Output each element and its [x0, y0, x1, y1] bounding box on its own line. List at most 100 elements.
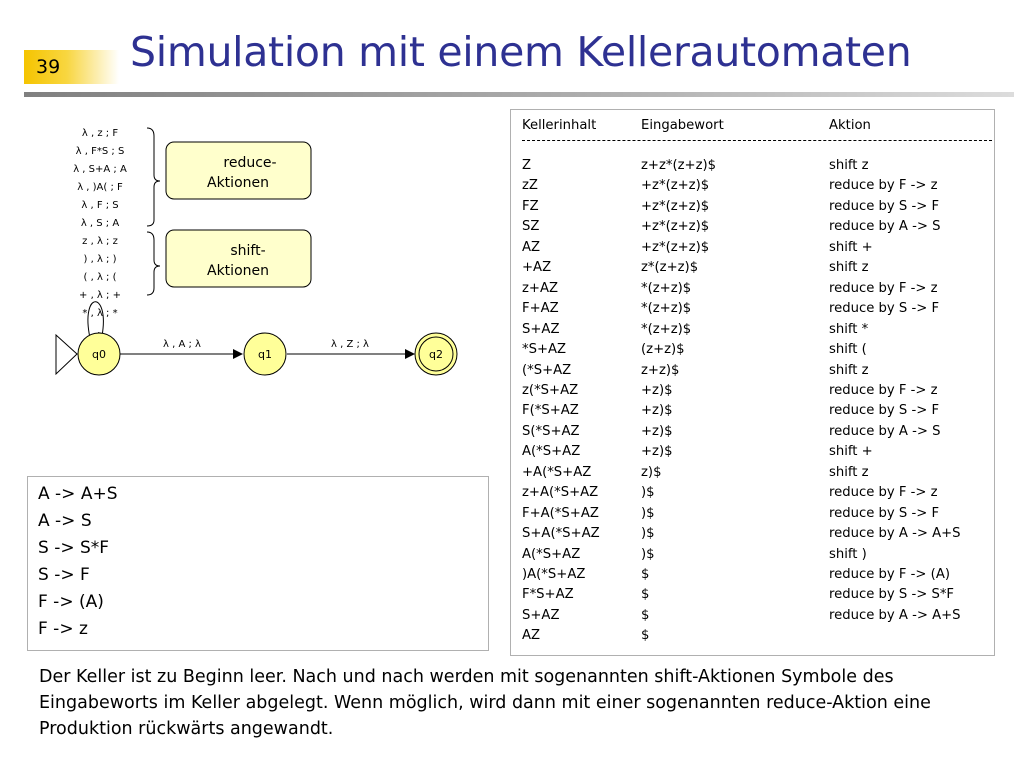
cell-aktion: shift + — [829, 444, 873, 460]
cell-eingabewort: (z+z)$ — [641, 342, 685, 358]
pushdown-automaton-diagram: λ , z ; F λ , F*S ; S λ , S+A ; A λ , )A… — [55, 127, 458, 376]
grammar-rule: S -> S*F — [38, 538, 110, 558]
header-kellerinhalt: Kellerinhalt — [522, 118, 597, 133]
shift-brace — [146, 231, 161, 296]
cell-aktion: shift z — [829, 260, 869, 276]
cell-kellerinhalt: S+AZ — [522, 607, 560, 623]
cell-kellerinhalt: F(*S+AZ — [522, 403, 579, 419]
cell-kellerinhalt: Z — [522, 158, 532, 173]
state-q0-label: q0 — [92, 348, 106, 361]
cell-eingabewort: )$ — [641, 485, 655, 501]
grammar-box: A -> A+S A -> S S -> S*F S -> F F -> (A)… — [27, 476, 489, 651]
slide-number-badge: 39 — [24, 50, 119, 84]
cell-aktion: shift + — [829, 239, 873, 255]
cell-aktion: shift z — [829, 158, 869, 173]
cell-kellerinhalt: +AZ — [522, 260, 552, 276]
cell-aktion: reduce by S -> F — [829, 301, 940, 317]
reduce-box-line-1: reduce- — [223, 155, 276, 171]
header-aktion: Aktion — [829, 118, 871, 133]
grammar-rule: A -> S — [38, 511, 92, 531]
reduce-box-line-2: Aktionen — [207, 175, 269, 191]
state-q1 — [243, 332, 287, 376]
cell-kellerinhalt: S+AZ — [522, 321, 560, 337]
cell-eingabewort: $ — [641, 587, 650, 603]
cell-kellerinhalt: (*S+AZ — [522, 362, 572, 378]
cell-aktion: reduce by F -> z — [829, 280, 938, 296]
cell-aktion: reduce by S -> S*F — [829, 587, 955, 603]
cell-eingabewort: +z*(z+z)$ — [641, 239, 710, 255]
cell-eingabewort: )$ — [641, 505, 655, 521]
cell-kellerinhalt: F+A(*S+AZ — [522, 505, 599, 521]
cell-kellerinhalt: SZ — [522, 219, 540, 235]
cell-eingabewort: *(z+z)$ — [641, 280, 692, 296]
cell-eingabewort: z+z)$ — [641, 362, 680, 378]
cell-aktion: reduce by F -> z — [829, 382, 938, 398]
cell-eingabewort: +z)$ — [641, 423, 673, 439]
cell-kellerinhalt: z+A(*S+AZ — [522, 485, 599, 501]
cell-eingabewort: z)$ — [641, 464, 662, 480]
cell-kellerinhalt: AZ — [522, 239, 541, 255]
edge-q0-q1-label: λ , A ; λ — [163, 339, 201, 350]
grammar-rule: S -> F — [38, 565, 90, 585]
state-q2-inner — [418, 336, 454, 372]
cell-eingabewort: +z)$ — [641, 382, 673, 398]
cell-kellerinhalt: F+AZ — [522, 301, 559, 317]
grammar-rule: F -> z — [38, 619, 88, 639]
cell-aktion: reduce by S -> F — [829, 505, 940, 521]
cell-kellerinhalt: )A(*S+AZ — [522, 567, 586, 582]
transition-label: λ , F ; S — [81, 200, 118, 211]
grammar-rule: A -> A+S — [38, 484, 118, 504]
cell-kellerinhalt: S(*S+AZ — [522, 423, 580, 439]
cell-eingabewort: +z*(z+z)$ — [641, 219, 710, 235]
cell-aktion: reduce by A -> S — [829, 219, 941, 235]
cell-kellerinhalt: FZ — [522, 198, 539, 214]
cell-aktion: shift ( — [829, 342, 867, 358]
cell-aktion: reduce by S -> F — [829, 198, 940, 214]
transition-label: ( , λ ; ( — [84, 272, 117, 283]
cell-eingabewort: $ — [641, 567, 650, 582]
cell-kellerinhalt: A(*S+AZ — [522, 444, 581, 460]
cell-eingabewort: +z*(z+z)$ — [641, 178, 710, 194]
cell-eingabewort: z+z*(z+z)$ — [641, 158, 717, 173]
title-divider — [24, 92, 1014, 97]
cell-eingabewort: )$ — [641, 546, 655, 562]
cell-eingabewort: $ — [641, 628, 650, 644]
self-loop-edge — [87, 301, 104, 339]
transition-label: + , λ ; + — [79, 290, 121, 301]
cell-aktion: reduce by A -> S — [829, 423, 941, 439]
cell-aktion: shift z — [829, 464, 869, 480]
transition-label: * , λ ; * — [82, 308, 117, 319]
reduce-brace — [146, 127, 161, 227]
state-q1-label: q1 — [258, 348, 272, 361]
transition-label: ) , λ ; ) — [84, 254, 117, 265]
transition-label: λ , z ; F — [82, 128, 118, 139]
slide-title: Simulation mit einem Kellerautomaten — [130, 28, 912, 76]
cell-aktion: reduce by A -> A+S — [829, 607, 961, 623]
reduce-actions-box — [165, 141, 312, 200]
transition-label: λ , )A( ; F — [77, 182, 123, 193]
transition-label: λ , F*S ; S — [76, 146, 125, 157]
cell-kellerinhalt: A(*S+AZ — [522, 546, 581, 562]
cell-eingabewort: z*(z+z)$ — [641, 260, 699, 276]
cell-aktion: reduce by F -> z — [829, 485, 938, 501]
cell-kellerinhalt: z(*S+AZ — [522, 382, 579, 398]
cell-eingabewort: +z*(z+z)$ — [641, 198, 710, 214]
cell-eingabewort: *(z+z)$ — [641, 321, 692, 337]
cell-kellerinhalt: *S+AZ — [522, 342, 567, 358]
cell-kellerinhalt: +A(*S+AZ — [522, 464, 592, 480]
state-q0 — [77, 332, 121, 376]
cell-aktion: shift z — [829, 362, 869, 378]
cell-kellerinhalt: S+A(*S+AZ — [522, 526, 600, 542]
shift-actions-box — [165, 229, 312, 288]
cell-aktion: reduce by S -> F — [829, 403, 940, 419]
header-eingabewort: Eingabewort — [641, 118, 724, 133]
cell-aktion: reduce by F -> z — [829, 178, 938, 194]
shift-box-line-1: shift- — [230, 243, 265, 259]
cell-kellerinhalt: F*S+AZ — [522, 587, 574, 603]
cell-aktion: reduce by A -> A+S — [829, 526, 961, 542]
start-arrow — [55, 333, 78, 376]
cell-aktion: shift ) — [829, 546, 867, 562]
cell-kellerinhalt: z+AZ — [522, 280, 559, 296]
cell-aktion: reduce by F -> (A) — [829, 567, 950, 582]
